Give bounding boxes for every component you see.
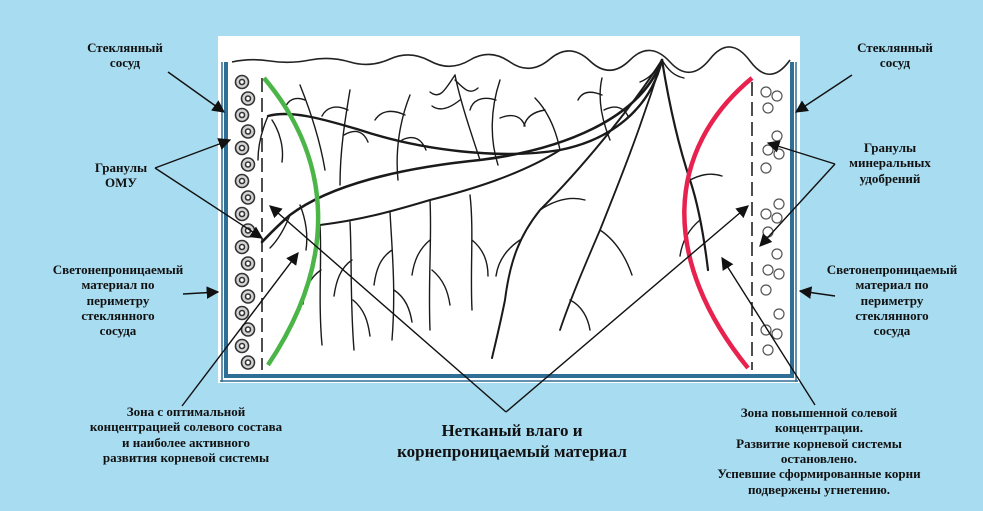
- label-zone-optimal: Зона с оптимальной концентрацией солевог…: [66, 404, 306, 465]
- mineral-granule: [761, 163, 771, 173]
- omu-granule-core: [240, 212, 245, 217]
- omu-granule-core: [246, 294, 251, 299]
- vessel-interior: [218, 36, 800, 383]
- mineral-granule: [763, 227, 773, 237]
- omu-granule-core: [240, 146, 245, 151]
- label-lightproof-left: Светонепроницаемый материал по периметру…: [28, 262, 208, 339]
- mineral-granule: [763, 145, 773, 155]
- mineral-granule: [761, 87, 771, 97]
- omu-granule-core: [240, 278, 245, 283]
- mineral-granule: [761, 209, 771, 219]
- mineral-granule: [772, 91, 782, 101]
- label-granules-mineral: Гранулы минеральных удобрений: [820, 140, 960, 186]
- mineral-granule: [763, 265, 773, 275]
- mineral-granule: [772, 213, 782, 223]
- omu-granule-core: [246, 96, 251, 101]
- omu-granule-core: [246, 162, 251, 167]
- label-glass-vessel-right: Стеклянный сосуд: [835, 40, 955, 71]
- mineral-granule: [774, 199, 784, 209]
- omu-granule-core: [246, 360, 251, 365]
- mineral-granule: [774, 309, 784, 319]
- mineral-granule: [772, 329, 782, 339]
- omu-granule-core: [246, 129, 251, 134]
- mineral-granule: [772, 131, 782, 141]
- mineral-granule: [763, 103, 773, 113]
- omu-granule-core: [246, 261, 251, 266]
- label-lightproof-right: Светонепроницаемый материал по периметру…: [802, 262, 982, 339]
- mineral-granule: [774, 269, 784, 279]
- omu-granule-core: [246, 195, 251, 200]
- label-granules-omu: Гранулы ОМУ: [81, 160, 161, 191]
- label-zone-high-salt: Зона повышенной солевой концентрации. Ра…: [694, 405, 944, 497]
- mineral-granule: [763, 345, 773, 355]
- mineral-granule: [772, 249, 782, 259]
- label-nonwoven-material: Нетканый влаго и корнепроницаемый матери…: [372, 420, 652, 463]
- omu-granule-core: [240, 344, 245, 349]
- omu-granule-core: [240, 80, 245, 85]
- mineral-granule: [774, 149, 784, 159]
- mineral-granule: [761, 285, 771, 295]
- omu-granule-core: [246, 327, 251, 332]
- omu-granule-core: [240, 179, 245, 184]
- omu-granule-core: [240, 311, 245, 316]
- label-glass-vessel-left: Стеклянный сосуд: [60, 40, 190, 71]
- omu-granule-core: [240, 113, 245, 118]
- omu-granule-core: [240, 245, 245, 250]
